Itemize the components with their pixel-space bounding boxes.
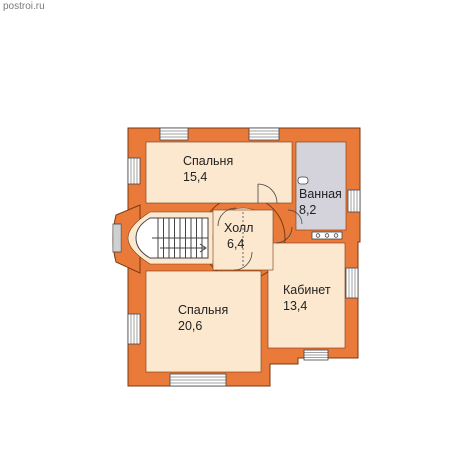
label-hall-name: Холл (224, 221, 253, 235)
windows (112, 127, 361, 387)
doors (217, 183, 303, 271)
watermark-text: postroi.ru (3, 1, 45, 12)
door-bathroom (287, 209, 303, 225)
label-office-area: 13,4 (283, 299, 307, 313)
label-hall-area: 6,4 (227, 237, 244, 251)
label-bathroom-name: Ванная (299, 187, 342, 201)
label-bedroom-bottom-area: 20,6 (178, 319, 202, 333)
room-labels: Спальня 15,4 Ванная 8,2 Холл 6,4 Кабинет… (178, 154, 342, 333)
heater-dot-1 (315, 233, 321, 238)
label-office-name: Кабинет (283, 283, 331, 297)
heater-dot-3 (333, 233, 339, 238)
floor-bathroom (295, 141, 347, 231)
label-bedroom-top-name: Спальня (183, 154, 233, 168)
door-hall-lower (233, 251, 253, 271)
floor-office (267, 242, 346, 349)
door-hall-left (217, 207, 237, 227)
staircase (135, 217, 209, 259)
bathroom-fixtures (297, 176, 343, 240)
label-bedroom-top-area: 15,4 (183, 170, 207, 184)
stair-arrow (160, 243, 207, 253)
floor-bedroom-top (145, 141, 293, 204)
label-bedroom-bottom-name: Спальня (178, 303, 228, 317)
heater-dot-2 (324, 233, 330, 238)
door-bedroom-top (257, 183, 278, 204)
label-bathroom-area: 8,2 (299, 203, 316, 217)
door-office (275, 226, 293, 244)
toilet-icon (297, 176, 309, 185)
floor-bedroom-bottom (145, 270, 262, 373)
